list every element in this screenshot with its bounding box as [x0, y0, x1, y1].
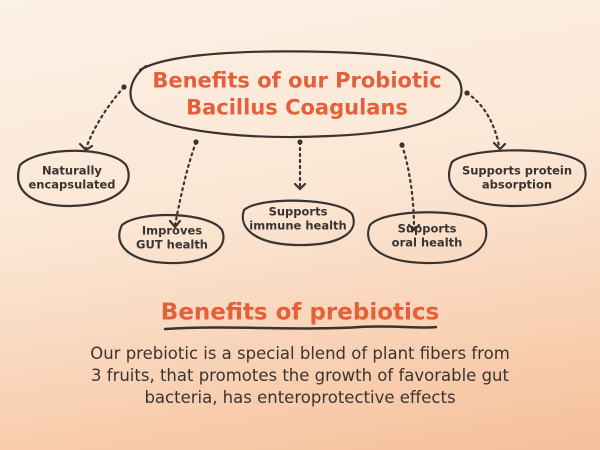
node-bubble-2: [118, 213, 225, 265]
title-line: Benefits of our Probiotic: [152, 68, 442, 93]
main-bubble: [129, 50, 463, 139]
paragraph-line: Our prebiotic is a special blend of plan…: [90, 344, 510, 363]
node-oral-health: Supports oral health: [392, 222, 463, 251]
node-label: Improves: [141, 223, 203, 238]
diagram-title: Benefits of our Probiotic Bacillus Coagu…: [152, 68, 441, 123]
node-gut-health: Improves GUT health: [136, 224, 208, 253]
node-immune-health: Supports immune health: [249, 205, 346, 234]
node-label: Supports: [397, 221, 457, 236]
node-protein-absorption: Supports protein absorption: [462, 164, 572, 193]
node-label: encapsulated: [28, 178, 116, 192]
node-bubble-3: [241, 199, 355, 247]
node-naturally-encapsulated: Naturally encapsulated: [28, 164, 115, 193]
node-label: absorption: [481, 178, 553, 192]
node-label: Supports: [268, 204, 328, 219]
prebiotics-heading: Benefits of prebiotics: [160, 299, 440, 326]
node-label: Supports protein: [461, 163, 573, 178]
node-label: immune health: [249, 219, 347, 233]
arrow-5: [465, 91, 501, 148]
arrow-1: [84, 85, 126, 150]
paragraph-line: bacteria, has enteroprotective effects: [144, 388, 456, 407]
heading-underline: [163, 325, 438, 331]
node-bubble-4: [367, 211, 488, 265]
node-bubble-1: [17, 149, 130, 208]
paragraph-line: 3 fruits, that promotes the growth of fa…: [91, 366, 509, 385]
arrow-4: [400, 143, 416, 230]
arrow-2: [173, 140, 198, 227]
title-line: Bacillus Coagulans: [186, 96, 408, 120]
node-label: oral health: [391, 236, 463, 250]
node-bubble-5: [447, 149, 587, 208]
node-label: GUT health: [136, 238, 208, 252]
prebiotics-paragraph: Our prebiotic is a special blend of plan…: [0, 343, 600, 409]
node-label: Naturally: [42, 163, 102, 178]
